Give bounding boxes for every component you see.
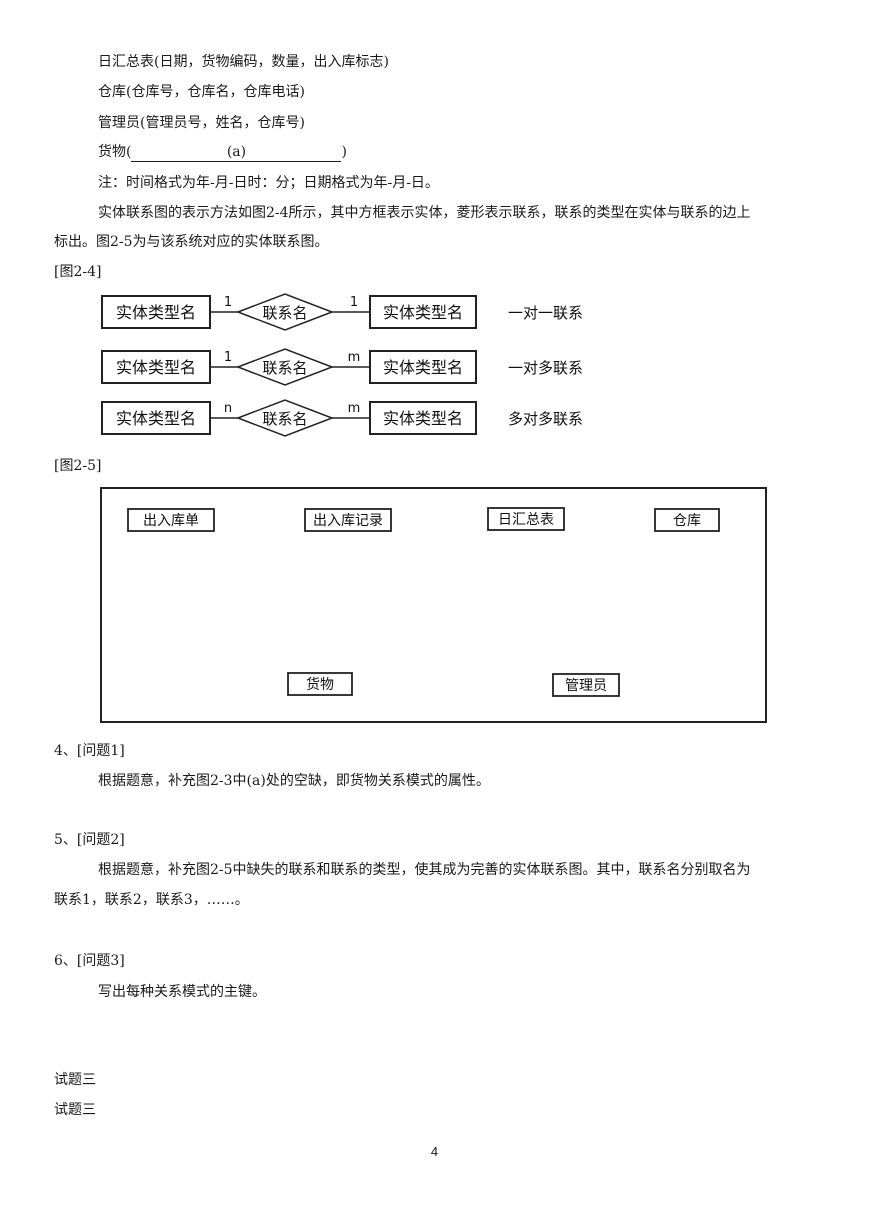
cardinality-right: m	[348, 401, 361, 416]
entity-label: 仓库	[673, 513, 701, 529]
figure-2-5-label: [图2-5]	[54, 458, 102, 474]
relation-manager: 管理员(管理员号，姓名，仓库号)	[98, 115, 305, 131]
entity-box: 管理员	[552, 673, 620, 697]
relation-goods: 货物((a))	[98, 142, 347, 162]
relationship-label: 联系名	[262, 359, 307, 377]
relationship-type-label: 一对一联系	[508, 304, 583, 322]
entity-box: 出入库记录	[304, 508, 392, 532]
entity-box-frame	[552, 673, 620, 697]
entity-label-left: 实体类型名	[116, 303, 196, 322]
relationship-type-label: 一对多联系	[508, 359, 583, 377]
format-note: 注：时间格式为年-月-日时：分；日期格式为年-月-日。	[98, 175, 439, 191]
figure-2-4-label: [图2-4]	[54, 264, 102, 280]
entity-label: 出入库单	[143, 513, 199, 529]
entity-box-right	[369, 350, 477, 384]
entity-label-left: 实体类型名	[116, 358, 196, 377]
description-line-1: 实体联系图的表示方法如图2-4所示，其中方框表示实体，菱形表示联系，联系的类型在…	[98, 205, 751, 221]
entity-box: 出入库单	[127, 508, 215, 532]
question-2-heading: 5、[问题2]	[54, 832, 125, 848]
question-1-text: 根据题意，补充图2-3中(a)处的空缺，即货物关系模式的属性。	[98, 773, 490, 789]
goods-suffix: )	[341, 144, 347, 160]
cardinality-left: 1	[224, 350, 232, 365]
entity-box-frame	[304, 508, 392, 532]
figure-2-4-diagram: 实体类型名1联系名1实体类型名一对一联系实体类型名1联系名m实体类型名一对多联系…	[101, 293, 583, 437]
relationship-type-label: 多对多联系	[508, 410, 583, 428]
entity-box-right	[369, 295, 477, 329]
er-legend-row: 实体类型名 1 联系名 1 实体类型名 一对一联系	[101, 293, 583, 331]
question-3-text: 写出每种关系模式的主键。	[98, 984, 266, 1000]
entity-box-frame	[127, 508, 215, 532]
entity-box-left	[101, 350, 211, 384]
goods-prefix: 货物(	[98, 144, 132, 160]
entity-box-left	[101, 295, 211, 329]
cardinality-left: 1	[224, 295, 232, 310]
entity-label-right: 实体类型名	[383, 303, 463, 322]
entity-box-right	[369, 401, 477, 435]
entity-box: 仓库	[654, 508, 720, 532]
question-1-heading: 4、[问题1]	[54, 743, 125, 759]
entity-box: 日汇总表	[487, 507, 565, 531]
entity-label: 日汇总表	[498, 512, 554, 528]
section-title: 试题三	[54, 1072, 96, 1088]
entity-label-right: 实体类型名	[383, 358, 463, 377]
section-title-repeat: 试题三	[54, 1102, 96, 1118]
er-legend-row: 实体类型名 1 联系名 m 实体类型名 一对多联系	[101, 348, 583, 386]
description-line-2: 标出。图2-5为与该系统对应的实体联系图。	[54, 234, 329, 250]
relation-warehouse: 仓库(仓库号，仓库名，仓库电话)	[98, 84, 305, 100]
entity-label: 出入库记录	[313, 513, 383, 529]
er-legend-row: 实体类型名 n 联系名 m 实体类型名 多对多联系	[101, 399, 583, 437]
entity-box-frame	[654, 508, 720, 532]
question-3-heading: 6、[问题3]	[54, 953, 125, 969]
page-number: 4	[430, 1144, 439, 1159]
question-2-text-1: 根据题意，补充图2-5中缺失的联系和联系的类型，使其成为完善的实体联系图。其中，…	[98, 862, 751, 878]
entity-box: 货物	[287, 672, 353, 696]
entity-label: 货物	[306, 676, 334, 693]
entity-box-frame	[287, 672, 353, 696]
entity-box-frame	[487, 507, 565, 531]
entity-label-left: 实体类型名	[116, 409, 196, 428]
cardinality-left: n	[224, 401, 232, 416]
goods-blank: (a)	[131, 143, 342, 162]
relation-daily-summary: 日汇总表(日期，货物编码，数量，出入库标志)	[98, 54, 389, 70]
cardinality-right: m	[348, 350, 361, 365]
entity-label: 管理员	[565, 678, 607, 694]
relationship-label: 联系名	[262, 410, 307, 428]
relationship-label: 联系名	[262, 304, 307, 322]
entity-label-right: 实体类型名	[383, 409, 463, 428]
figure-2-5-frame	[100, 487, 767, 723]
cardinality-right: 1	[350, 295, 358, 310]
question-2-text-2: 联系1，联系2，联系3，……。	[54, 892, 249, 908]
